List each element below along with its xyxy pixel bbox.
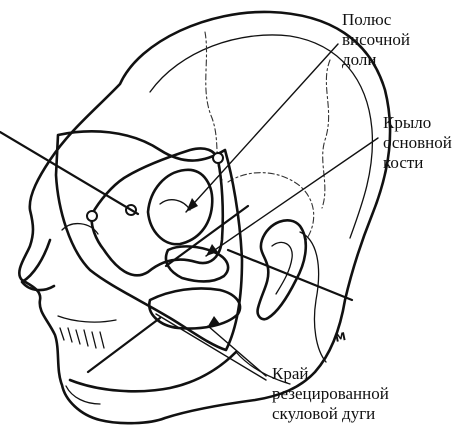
- ear-cable: [300, 232, 326, 362]
- head-skin-outline: [19, 12, 390, 423]
- incision-line-down: [88, 318, 160, 372]
- craniotomy-bone-edge: [92, 148, 223, 275]
- burr-hole: [87, 211, 97, 221]
- teeth-row: [60, 328, 104, 348]
- temporal-lobe-pole: [148, 170, 212, 244]
- burr-hole: [213, 153, 223, 163]
- temporal-pole-label: Полюс височной доли: [342, 10, 410, 70]
- incision-line-left: [0, 132, 138, 214]
- scalp-inner-line: [150, 35, 372, 238]
- artist-signature: М: [334, 330, 347, 345]
- jaw-line: [70, 352, 236, 391]
- mouth-line: [58, 316, 116, 322]
- ear: [258, 220, 306, 319]
- temporal-lobe-gyrus: [160, 200, 190, 210]
- leader-sphenoid-wing: [206, 138, 378, 256]
- zygomatic-arch-resection: [149, 288, 240, 328]
- lambdoid-suture: [322, 60, 330, 208]
- leader-temporal-pole: [186, 44, 338, 212]
- sphenoid-wing-label: Крыло основной кости: [383, 113, 452, 173]
- zygoma-edge-label: Край резецированной скуловой дуги: [272, 364, 389, 424]
